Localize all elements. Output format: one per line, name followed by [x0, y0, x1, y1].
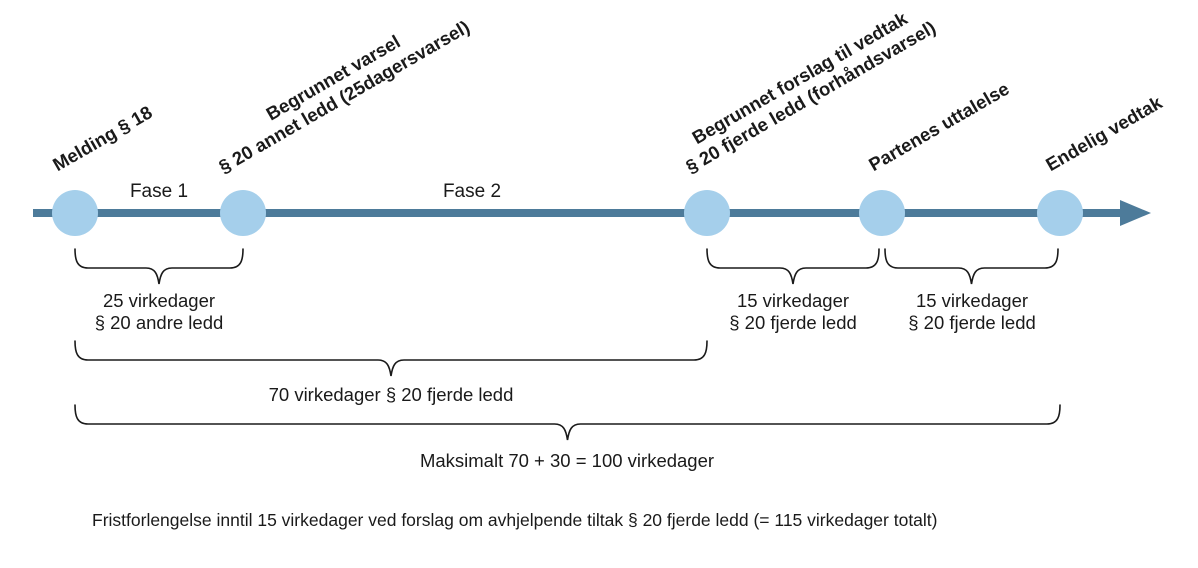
duration-label-line: § 20 fjerde ledd: [908, 312, 1036, 333]
duration-label-line: 15 virkedager: [736, 290, 850, 311]
phase-label-fase-2: Fase 2: [442, 181, 502, 202]
duration-brace: [74, 404, 1061, 441]
duration-label-15-virkedager-uttalelse: 15 virkedager § 20 fjerde ledd: [908, 290, 1036, 334]
footnote-fristforlengelse: Fristforlengelse inntil 15 virkedager ve…: [92, 510, 938, 530]
duration-braces: [74, 248, 1061, 441]
duration-brace: [74, 340, 708, 377]
milestone-node: [52, 190, 98, 236]
milestone-node: [1037, 190, 1083, 236]
duration-label-line: 25 virkedager: [102, 290, 216, 311]
duration-brace: [706, 248, 880, 285]
duration-label-line: § 20 fjerde ledd: [729, 312, 857, 333]
duration-label-70-virkedager: 70 virkedager § 20 fjerde ledd: [268, 384, 514, 405]
duration-label-15-virkedager-forslag: 15 virkedager § 20 fjerde ledd: [729, 290, 857, 334]
milestone-node: [220, 190, 266, 236]
milestone-nodes: [52, 190, 1083, 236]
duration-label-maksimalt-100: Maksimalt 70 + 30 = 100 virkedager: [419, 450, 715, 471]
duration-label-line: 15 virkedager: [915, 290, 1029, 311]
milestone-node: [684, 190, 730, 236]
duration-brace: [74, 248, 244, 285]
timeline-arrowhead-icon: [1120, 200, 1151, 226]
milestone-node: [859, 190, 905, 236]
duration-brace: [884, 248, 1059, 285]
duration-label-25-virkedager: 25 virkedager § 20 andre ledd: [95, 290, 224, 334]
duration-label-line: § 20 andre ledd: [94, 312, 224, 333]
phase-label-fase-1: Fase 1: [129, 181, 189, 202]
